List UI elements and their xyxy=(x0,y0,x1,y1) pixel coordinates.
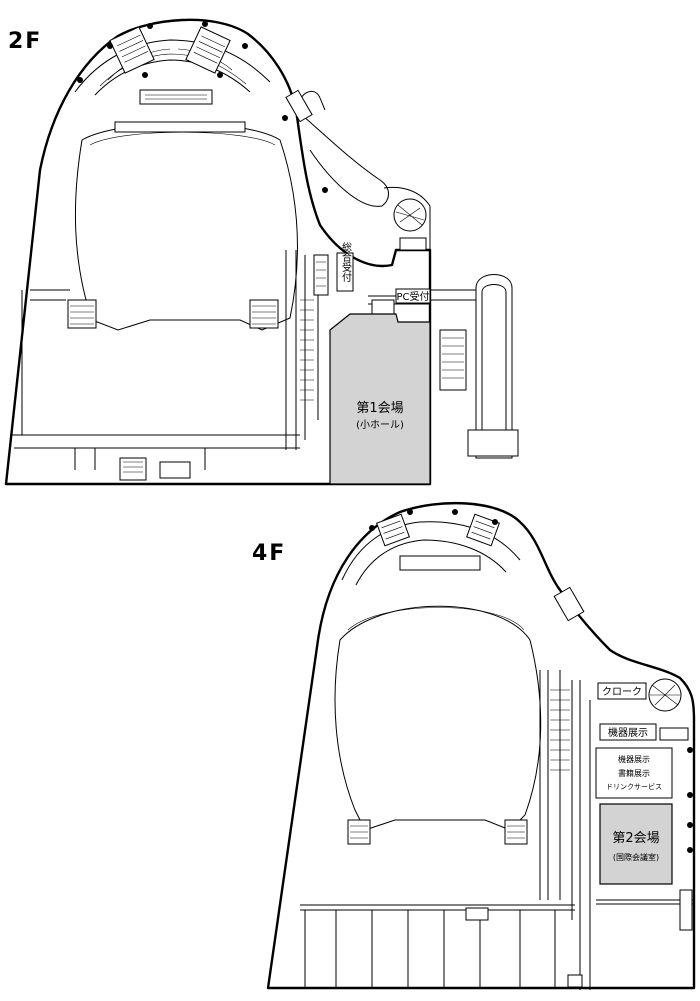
general-reception-label: 総合受付 xyxy=(340,241,352,283)
floor-4f-main-hall xyxy=(334,605,542,831)
hall-2-venue xyxy=(599,803,673,885)
hall-2-subtitle: (国際会議室) xyxy=(613,852,659,862)
floor-2f-east-stair xyxy=(475,274,513,459)
floor-2f-main-hall xyxy=(74,123,298,331)
hall-2-name: 第2会場 xyxy=(612,831,659,846)
equipment-exhibit-label: 機器展示 xyxy=(608,726,648,739)
floor-2f: 2F xyxy=(4,18,519,486)
floor-4f-label: 4F xyxy=(252,541,286,566)
general-reception-desk xyxy=(336,252,354,292)
cloak-room xyxy=(597,682,647,700)
pc-reception-label: PC受付 xyxy=(396,290,429,303)
cloak-label: クローク xyxy=(602,686,642,698)
exhibit-service-2: 書籍展示 xyxy=(618,768,650,778)
hall-1-subtitle: (小ホール) xyxy=(356,419,404,431)
floor-4f: 4F xyxy=(252,501,696,990)
exhibit-service-3: ドリンクサービス xyxy=(606,782,662,791)
exhibit-service-1: 機器展示 xyxy=(618,754,650,764)
floor-2f-outer-wall xyxy=(4,18,432,486)
hall-1-name: 第1会場 xyxy=(356,401,403,416)
exhibit-services-box xyxy=(595,747,673,799)
equipment-exhibit-area xyxy=(599,723,657,741)
floor-2f-label: 2F xyxy=(8,29,42,54)
hall-1-venue xyxy=(329,313,431,485)
